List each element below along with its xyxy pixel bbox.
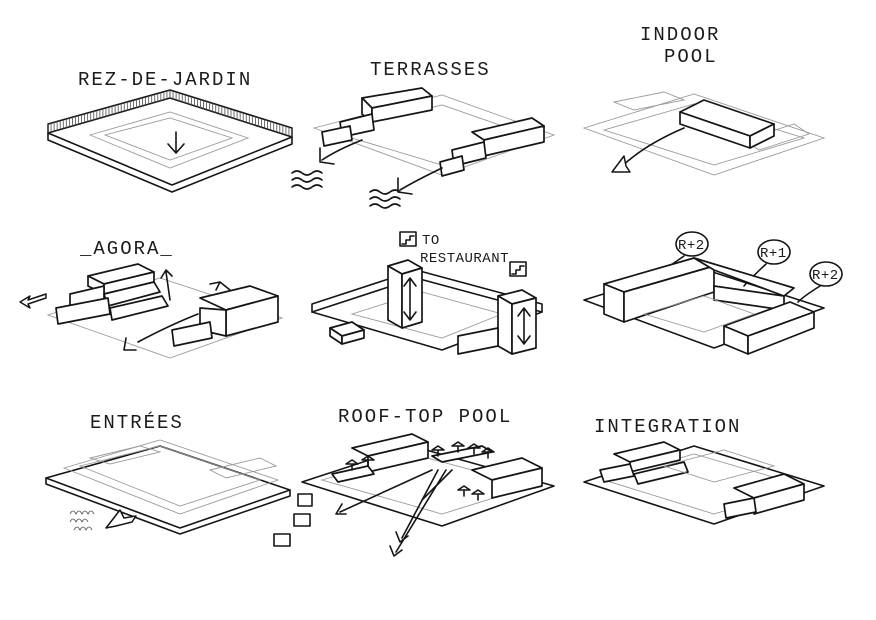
panel-label: INTEGRATION bbox=[594, 416, 741, 438]
tag-r-plus-2-right: R+2 bbox=[812, 268, 839, 284]
tag-r-plus-1: R+1 bbox=[760, 246, 787, 262]
roof-top-pool-drawing: ROOF-TOP POOL bbox=[301, 406, 555, 557]
panel-heights: R+2 R+1 R+2 bbox=[583, 230, 876, 430]
panel-integration: INTEGRATION bbox=[583, 400, 876, 600]
to-restaurant-drawing: TO RESTAURANT bbox=[311, 231, 543, 355]
panel-label-line-2: POOL bbox=[664, 46, 718, 68]
panel-to-restaurant: TO RESTAURANT bbox=[292, 230, 584, 430]
panel-label: TERRASSES bbox=[370, 59, 491, 81]
label-to: TO bbox=[422, 233, 440, 249]
entrees-drawing: ENTRÉES bbox=[45, 412, 313, 547]
panel-label-line-1: INDOOR bbox=[640, 24, 720, 46]
panel-label: REZ-DE-JARDIN bbox=[78, 69, 252, 91]
agora-drawing: _AGORA_ bbox=[19, 238, 284, 359]
panel-label: _AGORA_ bbox=[79, 238, 174, 260]
panel-terrasses: TERRASSES bbox=[291, 40, 584, 240]
indoor-pool-drawing: INDOOR POOL bbox=[582, 24, 826, 176]
rez-de-jardin-drawing: REZ-DE-JARDIN bbox=[47, 69, 293, 193]
panel-agora: _AGORA_ bbox=[19, 230, 312, 430]
tag-r-plus-2-left: R+2 bbox=[678, 238, 705, 254]
integration-drawing: INTEGRATION bbox=[583, 416, 825, 525]
heights-drawing: R+2 R+1 R+2 bbox=[583, 231, 843, 355]
panel-label: ENTRÉES bbox=[90, 412, 184, 434]
terrasses-drawing: TERRASSES bbox=[291, 59, 556, 209]
panel-entrees: ENTRÉES bbox=[20, 410, 313, 610]
panel-roof-top-pool: ROOF-TOP POOL bbox=[292, 400, 584, 600]
panel-indoor-pool: INDOOR POOL bbox=[582, 20, 876, 220]
panel-rez-de-jardin: REZ-DE-JARDIN bbox=[20, 40, 312, 240]
label-restaurant: RESTAURANT bbox=[420, 251, 509, 267]
panel-label: ROOF-TOP POOL bbox=[338, 406, 512, 428]
